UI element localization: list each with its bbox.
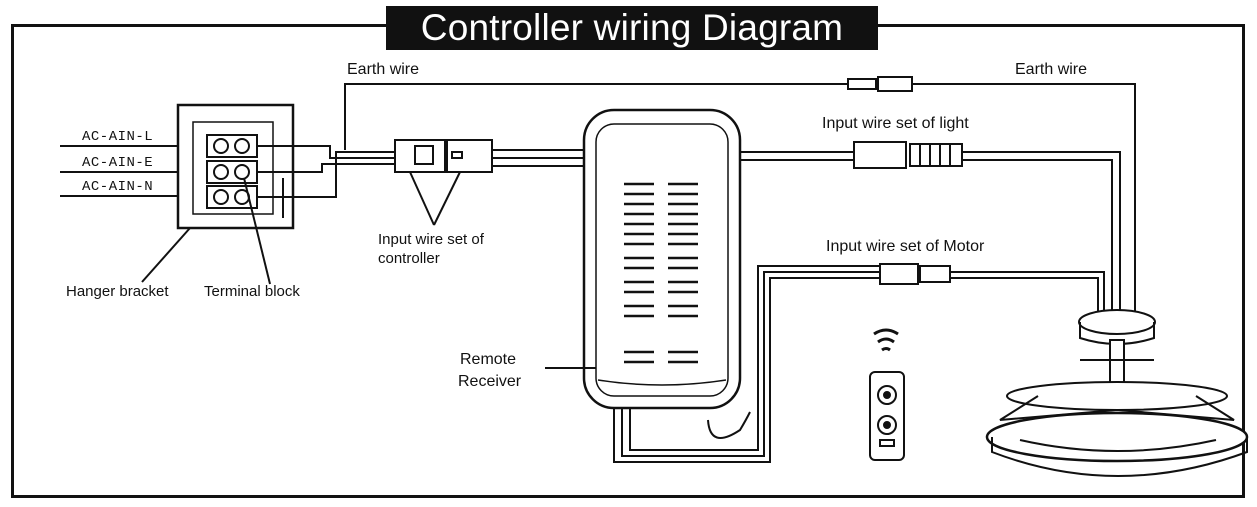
ac-ain-n-label: AC-AIN-N (82, 179, 154, 195)
remote-control-icon (869, 371, 905, 461)
ac-ain-e-label: AC-AIN-E (82, 155, 154, 171)
earth-wire-line (344, 83, 848, 150)
remote-receiver-label-line1: Remote (460, 351, 517, 368)
earth-wire-label-right: Earth wire (1015, 61, 1088, 78)
input-motor-label: Input wire set of Motor (826, 238, 985, 255)
light-connector (853, 141, 907, 169)
diagram-title: Controller wiring Diagram (386, 6, 878, 50)
input-controller-label-line1: Input wire set of (378, 231, 484, 248)
ac-ain-l-label: AC-AIN-L (82, 129, 154, 145)
terminal-block-label: Terminal block (204, 283, 300, 300)
earth-connector (847, 78, 877, 90)
earth-wire-label-left: Earth wire (347, 61, 420, 78)
wifi-signal-icon (873, 328, 899, 352)
motor-connector (879, 263, 919, 285)
remote-receiver-label-line2: Receiver (458, 373, 522, 390)
receiver-vent-slots (624, 182, 698, 364)
input-controller-label-line2: controller (378, 250, 440, 267)
ceiling-fan-icon (985, 309, 1249, 477)
remote-receiver (582, 108, 742, 410)
input-light-label: Input wire set of light (822, 115, 969, 132)
controller-input-connector (394, 139, 446, 173)
hanger-bracket-label: Hanger bracket (66, 283, 169, 300)
